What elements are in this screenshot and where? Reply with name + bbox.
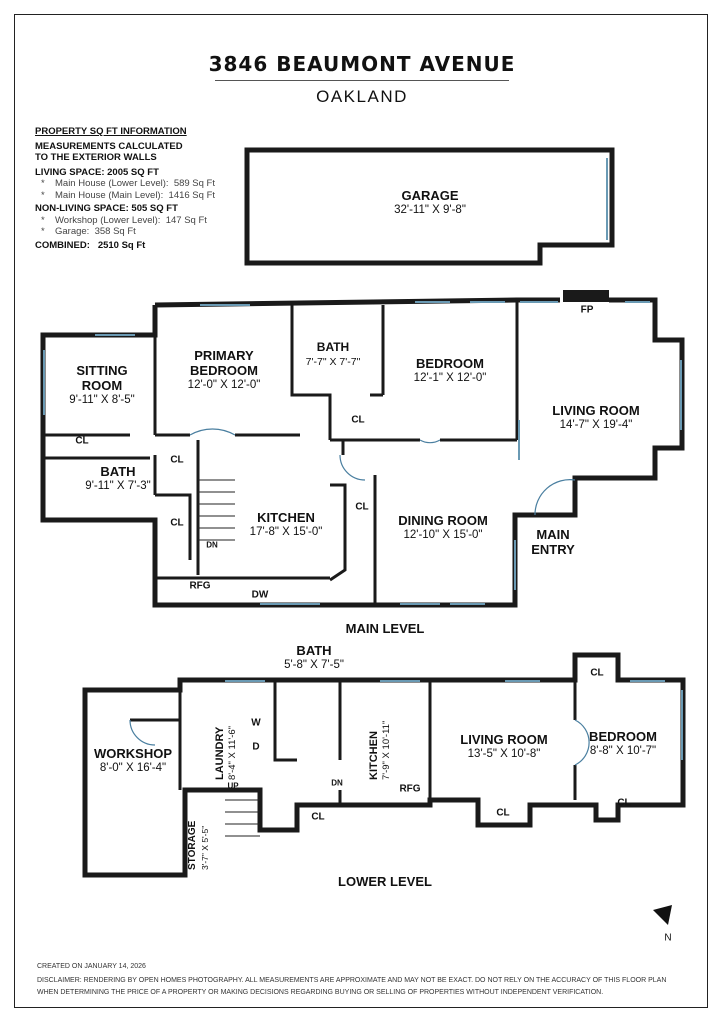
bath-bedroom-walls (290, 305, 517, 442)
compass-n-label: N (664, 932, 672, 944)
closet-walls (153, 455, 192, 560)
living-item: *Main House (Lower Level): 589 Sq Ft (41, 178, 216, 189)
rfg-label: RFG (189, 580, 211, 592)
living-item: *Main House (Main Level): 1416 Sq Ft (41, 189, 216, 201)
sqft-note-line2: TO THE EXTERIOR WALLS (35, 152, 157, 163)
lower-closet-label: CL (311, 811, 325, 823)
sqft-note-line1: MEASUREMENTS CALCULATED (35, 140, 183, 152)
sitting-bath-wall (43, 433, 150, 460)
lower-closet-label: CL (590, 667, 604, 679)
lower-dn-label: DN (331, 778, 343, 788)
bath-east-wall (370, 305, 385, 397)
created-date: CREATED ON JANUARY 14, 2026 (37, 963, 146, 970)
disclaimer-line2: WHEN DETERMINING THE PRICE OF A PROPERTY… (37, 989, 604, 996)
address-title: 3846 BEAUMONT AVENUE (208, 52, 516, 76)
nonliving-item: *Garage: 358 Sq Ft (41, 226, 136, 237)
nonliving-item: *Workshop (Lower Level): 147 Sq Ft (41, 214, 207, 226)
fp-label: FP (580, 304, 594, 316)
main-level-label: MAIN LEVEL (345, 621, 425, 636)
combined-total: COMBINED: 2510 Sq Ft (35, 239, 146, 251)
sqft-heading: PROPERTY SQ FT INFORMATION (35, 126, 187, 137)
page-frame (14, 14, 708, 1008)
lower-closet-label: CL (496, 807, 510, 819)
title-divider (215, 80, 509, 81)
lower-rfg-label: RFG (399, 783, 421, 795)
up-label: UP (227, 781, 239, 791)
workshop-wall (130, 690, 182, 790)
city-subtitle: OAKLAND (316, 87, 408, 106)
laundry-east-wall (273, 680, 297, 762)
closet-label: CL (170, 454, 184, 466)
living-space-title: LIVING SPACE: 2005 SQ FT (35, 166, 159, 178)
nonliving-space-title: NON-LIVING SPACE: 505 SQ FT (35, 203, 178, 214)
lower-level-label: LOWER LEVEL (338, 874, 432, 889)
sqft-info-panel: PROPERTY SQ FT INFORMATION MEASUREMENTS … (35, 126, 255, 251)
dryer-label: D (252, 741, 260, 753)
closet-label: CL (355, 501, 369, 513)
kitchen-dining-walls (329, 440, 377, 605)
dw-label: DW (251, 589, 269, 601)
fireplace-block (563, 290, 609, 302)
closet-label: CL (170, 517, 184, 529)
primary-south-wall (153, 305, 300, 437)
lower-closet-label: CL (617, 797, 631, 809)
dn-label: DN (206, 540, 218, 550)
lower-level-outer-walls (82, 652, 686, 878)
main-level-outer-walls (40, 297, 685, 608)
garage-walls (244, 147, 615, 266)
washer-label: W (251, 717, 261, 729)
disclaimer-line1: DISCLAIMER: RENDERING BY OPEN HOMES PHOT… (37, 977, 667, 984)
closet-label: CL (351, 414, 365, 426)
closet-label: CL (75, 435, 89, 447)
compass-arrow (653, 905, 672, 925)
